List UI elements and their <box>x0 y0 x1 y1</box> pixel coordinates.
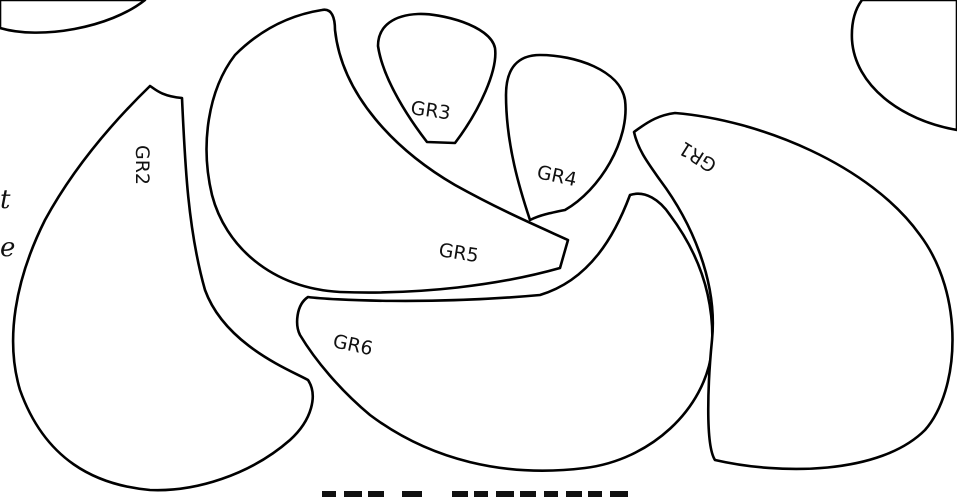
edge-text-2: e <box>0 233 15 263</box>
piece-gr2 <box>11 84 314 492</box>
label-gr2: GR2 <box>131 145 153 185</box>
piece-gr3 <box>376 12 497 145</box>
piece-gr1 <box>632 111 954 471</box>
bottom-cutoff-text <box>322 491 628 497</box>
piece-gr5 <box>205 8 570 294</box>
partial-shape-top-right <box>850 0 957 132</box>
edge-text-1: t <box>0 185 11 215</box>
partial-shape-top-left <box>0 0 147 34</box>
piece-gr4 <box>504 53 627 222</box>
